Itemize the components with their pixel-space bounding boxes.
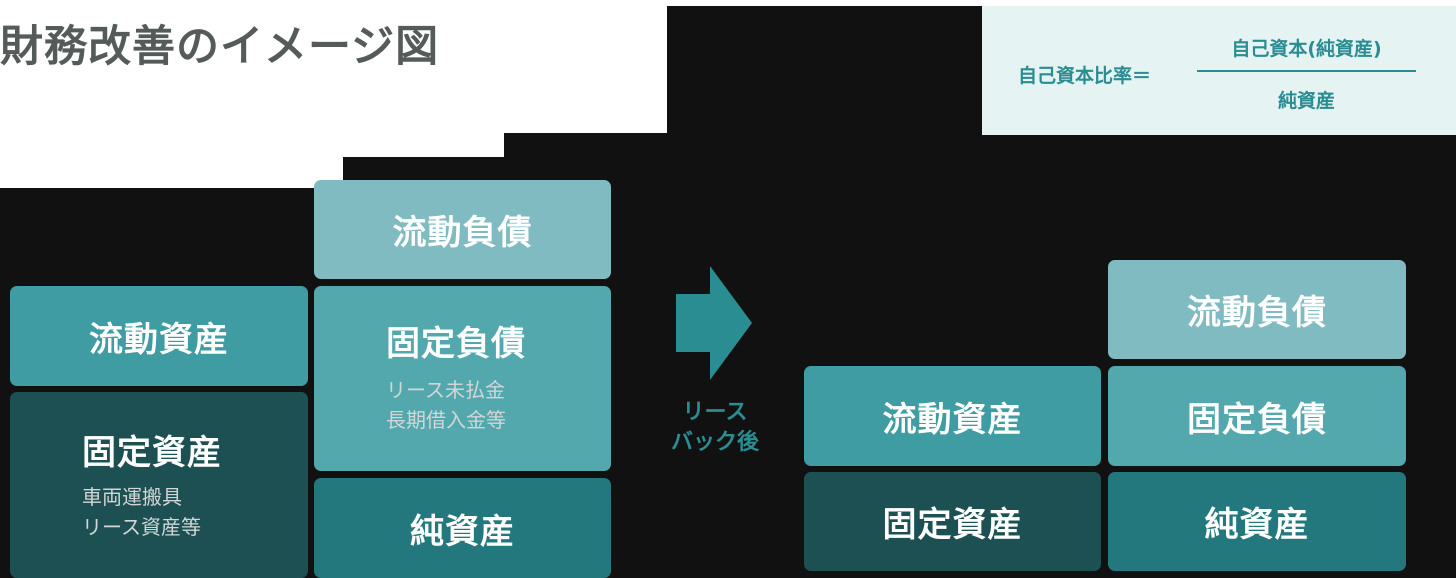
before-current-assets-block: 流動資産 bbox=[10, 286, 308, 386]
leaseback-label: リース バック後 bbox=[650, 398, 780, 458]
page-title: 財務改善のイメージ図 bbox=[0, 22, 440, 72]
leaseback-label-line1: リース bbox=[682, 400, 748, 425]
arrow-right-icon bbox=[676, 266, 752, 380]
block-subtext: 長期借入金等 bbox=[386, 408, 506, 432]
block-subtext: 車両運搬具 bbox=[82, 485, 182, 509]
before-fixed-liabilities-block: 固定負債 リース未払金 長期借入金等 bbox=[314, 286, 611, 471]
after-current-assets-block: 流動資産 bbox=[804, 366, 1101, 466]
block-label: 流動資産 bbox=[89, 319, 229, 360]
block-label: 流動負債 bbox=[1187, 293, 1327, 333]
formula-denominator: 純資産 bbox=[1277, 90, 1335, 112]
leaseback-label-line2: バック後 bbox=[670, 430, 759, 455]
formula-lhs: 自己資本比率＝ bbox=[1018, 65, 1152, 87]
equity-ratio-formula: 自己資本比率＝ 自己資本(純資産) 純資産 bbox=[982, 6, 1456, 135]
before-net-assets-block: 純資産 bbox=[314, 478, 611, 578]
block-subtext: リース資産等 bbox=[82, 515, 201, 539]
block-label: 流動資産 bbox=[882, 399, 1023, 440]
block-label: 固定負債 bbox=[386, 324, 526, 364]
block-label: 純資産 bbox=[410, 511, 515, 552]
block-label: 固定資産 bbox=[82, 433, 222, 473]
block-label: 流動負債 bbox=[392, 213, 533, 253]
after-net-assets-block: 純資産 bbox=[1108, 472, 1406, 571]
block-label: 固定資産 bbox=[882, 505, 1023, 545]
block-subtext: リース未払金 bbox=[386, 378, 505, 402]
after-fixed-assets-block: 固定資産 bbox=[804, 472, 1101, 571]
before-current-liabilities-block: 流動負債 bbox=[314, 180, 611, 279]
block-label: 純資産 bbox=[1204, 505, 1310, 545]
after-current-liabilities-block: 流動負債 bbox=[1108, 260, 1406, 359]
block-label: 固定負債 bbox=[1187, 399, 1327, 440]
after-fixed-liabilities-block: 固定負債 bbox=[1108, 366, 1406, 466]
formula-numerator: 自己資本(純資産) bbox=[1231, 38, 1382, 60]
before-fixed-assets-block: 固定資産 車両運搬具 リース資産等 bbox=[10, 392, 308, 578]
fraction-bar bbox=[1197, 70, 1416, 72]
